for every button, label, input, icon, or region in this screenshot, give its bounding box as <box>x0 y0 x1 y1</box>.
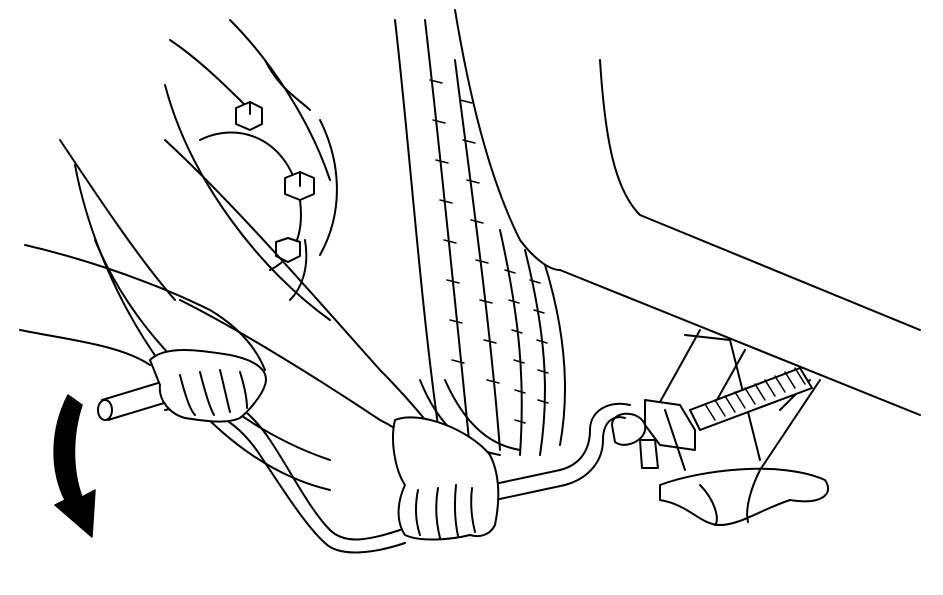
tire <box>394 19 566 456</box>
tread-pattern <box>429 79 549 424</box>
lug-nut <box>284 171 315 201</box>
jack-screw <box>689 367 813 431</box>
left-arm <box>19 139 267 423</box>
scissor-jack <box>611 329 830 526</box>
jack-drive-nut <box>611 399 696 471</box>
handle-grip <box>97 379 175 421</box>
right-hand <box>392 416 500 541</box>
lug-nut <box>275 237 301 263</box>
lug-nut <box>235 101 263 131</box>
right-arm <box>164 139 500 541</box>
rotation-arrow-icon <box>53 394 96 538</box>
vehicle-body <box>454 9 921 416</box>
left-hand <box>149 349 267 423</box>
jack-base <box>659 467 830 526</box>
